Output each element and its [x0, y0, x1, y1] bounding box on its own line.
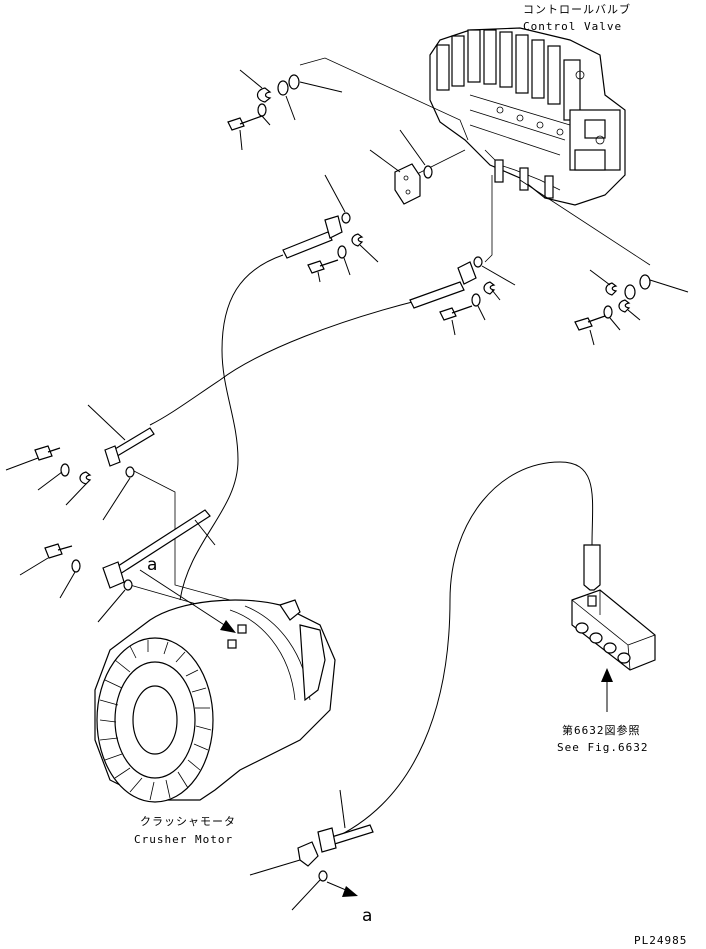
o-ring-6: [624, 284, 636, 300]
o-ring-2: [288, 74, 300, 90]
drawing-number: PL24985: [634, 934, 687, 947]
arrows: [139, 569, 613, 897]
crusher-motor-label-jp: クラッシャモータ: [140, 815, 236, 828]
clamp-4: [605, 282, 618, 296]
routing-line-block: [414, 149, 466, 176]
o-ring-4: [341, 212, 351, 224]
bolt-3: [439, 305, 473, 321]
detail-a-bottom: a: [362, 906, 372, 926]
clamp-2: [351, 233, 364, 247]
clamp-6: [79, 471, 92, 485]
arrow-head-bottom: [342, 886, 358, 897]
o-ring-3: [423, 165, 433, 179]
control-valve-label-en: Control Valve: [523, 20, 622, 33]
fig-ref-label-en: See Fig.6632: [557, 741, 648, 754]
fig-ref-label-jp: 第6632図参照: [562, 723, 641, 737]
arrow-head-top: [220, 620, 236, 633]
washer-4: [603, 305, 613, 319]
clamp-3: [483, 281, 496, 295]
washer-5: [60, 463, 70, 477]
arrow-head-fig-ref: [601, 668, 613, 682]
crusher-motor: [94, 599, 336, 803]
routing-line-right: [484, 175, 493, 263]
washer-1: [257, 103, 267, 117]
flange-block: [394, 163, 421, 205]
motor-fins: [99, 640, 212, 801]
hose-end-fitting: [583, 544, 601, 591]
hose-line-2: [149, 299, 421, 426]
clamp-1: [256, 87, 272, 103]
control-valve: [429, 27, 626, 206]
elbow-fitting: [297, 841, 319, 867]
washer-2: [337, 245, 347, 259]
o-ring-10: [318, 870, 328, 882]
routing-line-top: [299, 57, 469, 141]
o-ring-9: [123, 579, 133, 591]
crusher-motor-label-en: Crusher Motor: [134, 833, 233, 846]
o-ring-7: [639, 274, 651, 290]
bolt-6: [44, 543, 73, 559]
hose-line-3: [329, 461, 594, 841]
bolt-5: [34, 445, 61, 461]
control-valve-label-jp: コントロールバルブ: [523, 2, 631, 16]
bolt-4: [574, 315, 606, 331]
clamp-5: [618, 299, 631, 313]
o-ring-1: [277, 80, 289, 96]
washer-3: [471, 293, 481, 307]
bolt-2: [307, 259, 339, 274]
distribution-block: [571, 589, 656, 671]
tube-fitting-1: [282, 231, 333, 259]
tube-fitting-4: [114, 509, 211, 575]
o-ring-5: [473, 256, 483, 268]
bolt-1: [227, 115, 263, 131]
routing-line-far-right: [519, 179, 651, 266]
leader-lines: [5, 69, 689, 911]
o-ring-8: [125, 466, 135, 478]
detail-a-top: a: [147, 555, 157, 575]
tube-fitting-2: [409, 281, 465, 309]
hose-line-1: [179, 254, 284, 601]
washer-6: [71, 559, 81, 573]
fittings: [34, 74, 651, 882]
